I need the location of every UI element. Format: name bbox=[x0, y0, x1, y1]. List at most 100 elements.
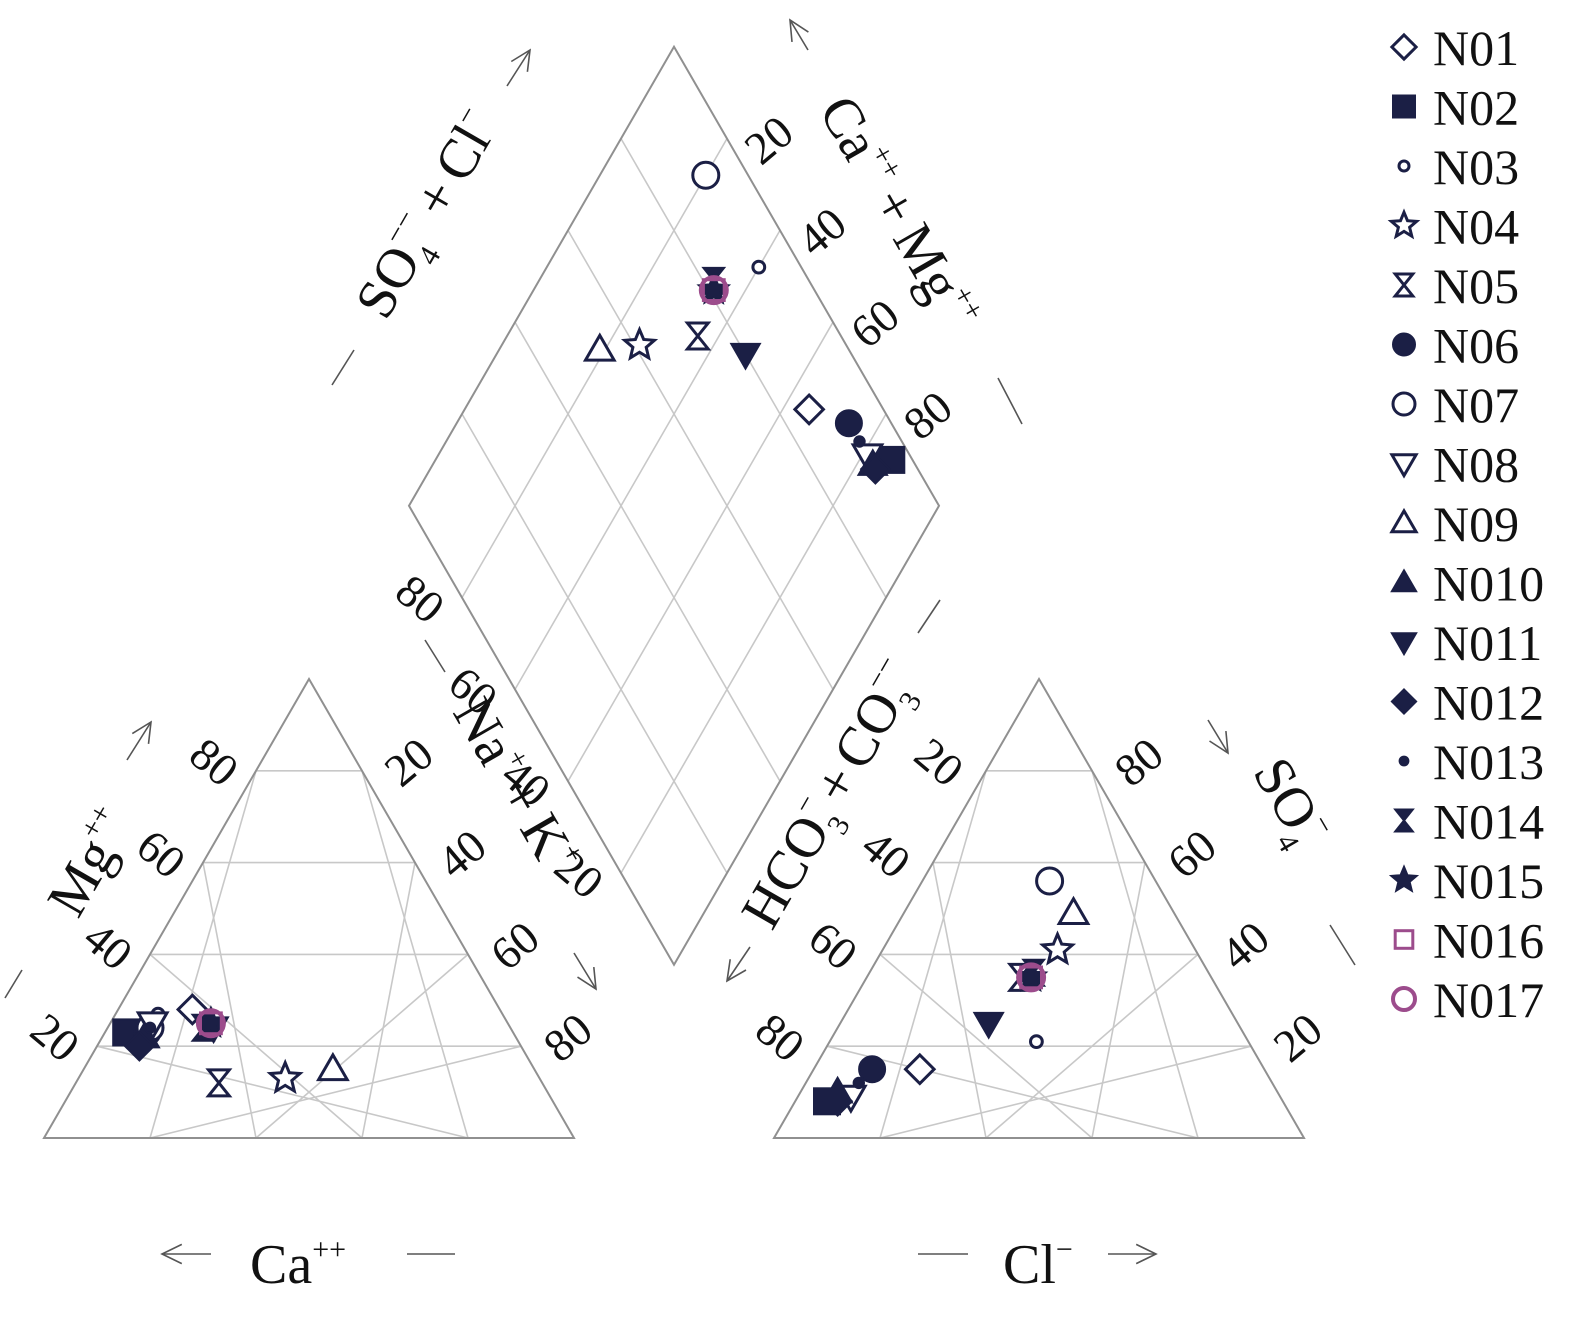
cation-right-arrow bbox=[573, 952, 597, 991]
legend-entry: N02 bbox=[1392, 80, 1519, 136]
anion-right-tick-label: 60 bbox=[1158, 819, 1226, 888]
legend-marker bbox=[1390, 687, 1418, 716]
diamond-grid-line bbox=[461, 413, 728, 874]
legend-entry: N09 bbox=[1389, 496, 1519, 552]
diamond-left-arrow bbox=[506, 48, 531, 87]
legend-label: N09 bbox=[1433, 496, 1519, 552]
legend-label: N010 bbox=[1433, 556, 1544, 612]
anion-triangle-grid-line bbox=[879, 953, 1093, 1139]
diamond-left-axis-title: SO4−−+Cl− bbox=[341, 99, 518, 333]
anion-triangle-grid-line bbox=[932, 862, 987, 1139]
marker-n05-cation bbox=[205, 1068, 233, 1098]
legend-label: N08 bbox=[1433, 437, 1519, 493]
diamond-grid-line bbox=[514, 229, 781, 690]
legend-marker bbox=[1393, 808, 1415, 833]
cation-bottom-arrow bbox=[160, 1243, 211, 1265]
anion-right-axis-title: SO4− bbox=[1234, 746, 1342, 860]
cation-left-dash bbox=[4, 969, 23, 999]
legend-label: N06 bbox=[1433, 318, 1519, 374]
cation-right-tick-label: 40 bbox=[428, 819, 496, 888]
anion-left-arrow bbox=[725, 946, 751, 983]
anion-triangle-grid-line bbox=[1091, 770, 1199, 1139]
legend-entry: N07 bbox=[1391, 377, 1519, 433]
anion-triangle-frame bbox=[772, 676, 1306, 1139]
marker-n016-cation bbox=[199, 1011, 223, 1036]
cation-right-tick-label: 60 bbox=[481, 911, 549, 980]
legend-marker bbox=[1392, 272, 1416, 298]
marker-n011-diamond bbox=[729, 342, 762, 371]
marker-n01-cation bbox=[175, 993, 209, 1026]
legend-label: N05 bbox=[1433, 258, 1519, 314]
diamond-grid-line bbox=[567, 229, 834, 690]
marker-n04-anion bbox=[1038, 930, 1077, 966]
cation-bottom-axis-title: Ca++ bbox=[250, 1233, 346, 1296]
diamond-grid-line bbox=[620, 413, 887, 874]
legend-marker bbox=[1389, 32, 1419, 62]
legend-entry: N011 bbox=[1390, 615, 1542, 671]
legend-marker bbox=[1389, 507, 1419, 534]
anion-triangle-grid-line bbox=[985, 953, 1199, 1139]
legend-label: N014 bbox=[1433, 794, 1544, 850]
legend-label: N03 bbox=[1433, 139, 1519, 195]
cation-triangle-grid-line bbox=[361, 862, 416, 1139]
legend-entry: N014 bbox=[1393, 794, 1544, 850]
marker-n09-diamond bbox=[582, 332, 617, 362]
diamond-right-dash bbox=[997, 377, 1023, 425]
legend-entry: N012 bbox=[1390, 675, 1544, 731]
marker-n012-cation bbox=[123, 1030, 156, 1062]
marker-n05-diamond bbox=[684, 321, 712, 351]
legend-label: N016 bbox=[1433, 913, 1544, 969]
diamond-grid-line bbox=[567, 321, 834, 782]
frame-layer bbox=[42, 44, 1306, 1139]
legend-marker bbox=[1393, 929, 1415, 950]
marker-n012-anion bbox=[821, 1085, 854, 1118]
cation-triangle-grid-line bbox=[202, 862, 257, 1139]
legend-label: N04 bbox=[1433, 199, 1519, 255]
arrow-layer bbox=[4, 18, 1356, 1265]
legend-marker bbox=[1390, 568, 1418, 593]
cation-triangle-grid-line bbox=[96, 1045, 469, 1139]
marker-n013-anion bbox=[852, 1076, 865, 1090]
legend-label: N011 bbox=[1433, 615, 1542, 671]
marker-n013-cation bbox=[143, 1021, 157, 1035]
marker-n017-anion bbox=[1016, 962, 1047, 993]
legend-entry: N08 bbox=[1389, 437, 1519, 493]
anion-triangle-grid-line bbox=[879, 1045, 1252, 1139]
legend-marker bbox=[1387, 208, 1421, 240]
legend-marker bbox=[1389, 453, 1419, 479]
marker-n03-anion bbox=[1029, 1034, 1044, 1049]
marker-n04-diamond bbox=[620, 325, 659, 361]
marker-layer bbox=[112, 160, 1091, 1118]
diamond-grid-line bbox=[461, 138, 728, 598]
legend-entry: N010 bbox=[1390, 556, 1544, 612]
legend-marker bbox=[1398, 755, 1410, 767]
marker-n011-anion bbox=[972, 1011, 1005, 1040]
legend-entry: N01 bbox=[1389, 20, 1519, 76]
legend-marker bbox=[1388, 864, 1420, 893]
legend-label: N015 bbox=[1433, 853, 1544, 909]
anion-left-tick-label: 20 bbox=[905, 728, 973, 797]
anion-bottom-arrow bbox=[1108, 1243, 1158, 1265]
anion-left-tick-label: 40 bbox=[852, 819, 920, 888]
legend-entry: N015 bbox=[1388, 853, 1544, 909]
cation-right-tick-label: 20 bbox=[375, 728, 443, 797]
anion-right-tick-label: 20 bbox=[1264, 1003, 1332, 1072]
diamond-left-tick-label: 80 bbox=[386, 564, 454, 633]
legend: N01N02N03N04N05N06N07N08N09N010N011N012N… bbox=[1387, 20, 1544, 1028]
anion-left-axis-title: HCO3−+CO3−− bbox=[727, 649, 938, 942]
anion-right-dash bbox=[1329, 924, 1356, 966]
cation-left-axis-title: Mg++ bbox=[35, 798, 145, 926]
legend-entry: N017 bbox=[1391, 972, 1544, 1028]
cation-left-tick-label: 60 bbox=[127, 819, 195, 888]
marker-n06-diamond bbox=[834, 409, 863, 438]
marker-n017-cation bbox=[195, 1008, 226, 1039]
cation-triangle-grid-line bbox=[149, 953, 363, 1139]
cation-right-tick-label: 80 bbox=[534, 1003, 602, 1072]
legend-marker bbox=[1390, 632, 1418, 657]
legend-label: N01 bbox=[1433, 20, 1519, 76]
legend-entry: N05 bbox=[1392, 258, 1519, 314]
diamond-right-tick-label: 60 bbox=[841, 289, 909, 358]
diamond-right-tick-label: 80 bbox=[894, 381, 962, 450]
legend-label: N017 bbox=[1433, 972, 1544, 1028]
